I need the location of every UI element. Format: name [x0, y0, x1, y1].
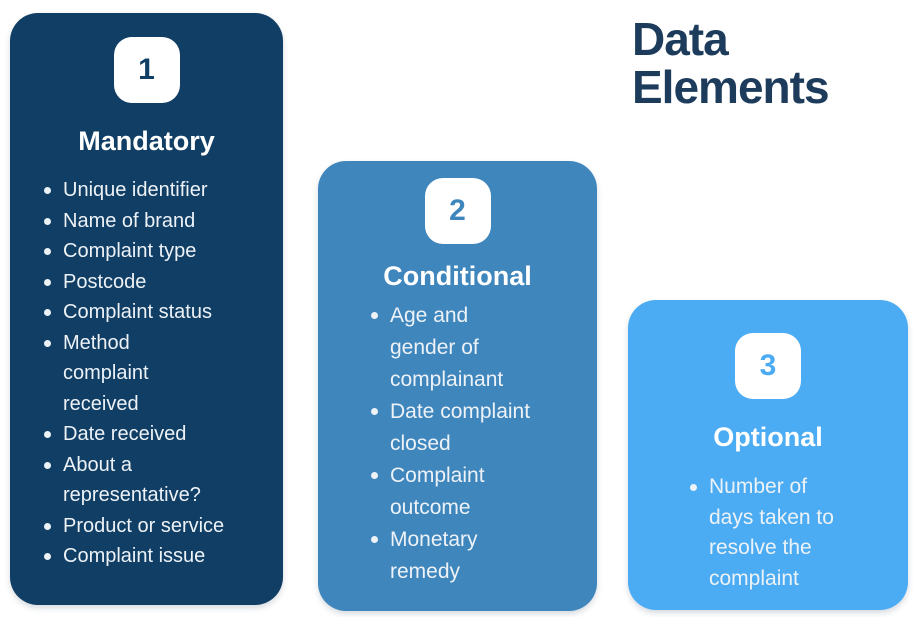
card-item-list: Unique identifier Name of brand Complain… — [10, 175, 283, 572]
card-item-list: Number of days taken to resolve the comp… — [628, 472, 908, 594]
list-item: Complaint issue — [44, 541, 275, 572]
list-item: Date complaint closed — [371, 396, 587, 460]
list-item: Method complaint received — [44, 328, 275, 420]
badge-number: 2 — [449, 194, 466, 227]
card-conditional: 2 Conditional Age and gender of complain… — [318, 161, 597, 611]
list-item: Unique identifier — [44, 175, 275, 206]
card-optional: 3 Optional Number of days taken to resol… — [628, 300, 908, 610]
list-item: Number of days taken to resolve the comp… — [690, 472, 898, 594]
list-item: Monetary remedy — [371, 524, 587, 588]
list-item: Postcode — [44, 267, 275, 298]
list-item: About a representative? — [44, 450, 275, 511]
number-badge-1: 1 — [113, 37, 180, 103]
card-heading-optional: Optional — [713, 422, 823, 452]
number-badge-3: 3 — [735, 333, 801, 399]
number-badge-2: 2 — [424, 178, 491, 244]
list-item: Date received — [44, 419, 275, 450]
card-mandatory: 1 Mandatory Unique identifier Name of br… — [10, 13, 283, 605]
card-heading-mandatory: Mandatory — [78, 126, 215, 156]
list-item: Complaint outcome — [371, 460, 587, 524]
page-title: Data Elements — [632, 13, 830, 113]
list-item: Complaint status — [44, 297, 275, 328]
list-item: Name of brand — [44, 206, 275, 237]
badge-number: 1 — [138, 53, 155, 86]
list-item: Age and gender of complainant — [371, 300, 587, 396]
card-heading-conditional: Conditional — [383, 261, 532, 291]
list-item: Complaint type — [44, 236, 275, 267]
badge-number: 3 — [759, 349, 777, 382]
card-item-list: Age and gender of complainant Date compl… — [318, 300, 597, 588]
list-item: Product or service — [44, 511, 275, 542]
